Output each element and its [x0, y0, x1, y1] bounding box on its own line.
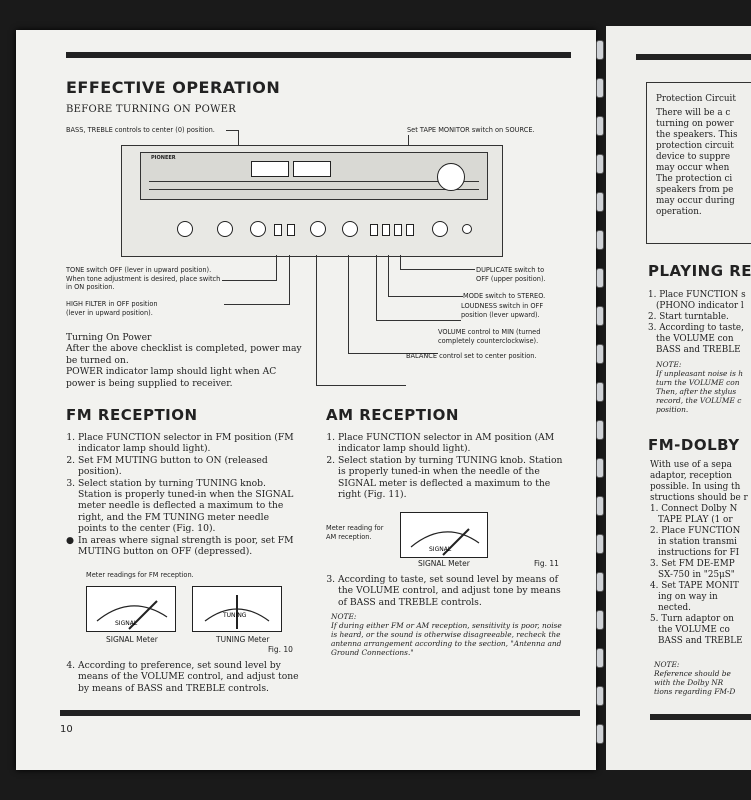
am-reception-steps: Place FUNCTION selector in AM position (… — [324, 432, 566, 500]
playing-records-text: 1. Place FUNCTION s (PHONO indicator l 2… — [648, 290, 746, 355]
high-filter-switch — [287, 224, 295, 236]
label-duplicate: DUPLICATE switch to OFF (upper position)… — [476, 266, 546, 283]
fm-dolby-title: FM-DOLBY — [648, 436, 740, 454]
playing-records-note: NOTE: If unpleasant noise is h turn the … — [656, 360, 744, 414]
label-loudness: LOUDNESS switch in OFF position (lever u… — [461, 302, 544, 319]
signal-face-label: SIGNAL — [115, 620, 138, 627]
bottom-rule — [60, 710, 580, 716]
tuning-knob — [437, 163, 465, 191]
protection-circuit-box — [646, 82, 751, 244]
brand-logo: PIONEER — [151, 155, 176, 161]
tuning-meter-small — [293, 161, 331, 177]
tuning-face-label: TUNING — [222, 612, 247, 619]
signal-meter-small — [251, 161, 289, 177]
fm-dolby-note: NOTE: Reference should be with the Dolby… — [654, 660, 736, 696]
headphone-jack — [462, 224, 472, 234]
treble-knob — [250, 221, 266, 237]
protection-circuit-text: There will be a c turning on power the s… — [656, 108, 738, 217]
turning-on-power: Turning On Power After the above checkli… — [66, 332, 302, 389]
mode-switch — [382, 224, 390, 236]
am-reception-step-3: According to taste, set sound level by m… — [324, 574, 566, 608]
playing-records-title: PLAYING RE — [648, 262, 751, 280]
tone-switch — [274, 224, 282, 236]
receiver-front-panel-illustration: PIONEER — [121, 145, 503, 257]
label-high-filter: HIGH FILTER in OFF position (lever in up… — [66, 300, 158, 317]
am-signal-meter-face: SIGNAL — [410, 528, 480, 556]
page-number: 10 — [60, 724, 73, 735]
label-balance: BALANCE control set to center position. — [406, 352, 537, 360]
tuning-meter-caption: TUNING Meter — [216, 635, 270, 644]
protection-circuit-title: Protection Circuit — [656, 94, 736, 104]
page-title: EFFECTIVE OPERATION — [66, 78, 281, 97]
am-reception-note: NOTE: If during either FM or AM receptio… — [331, 612, 562, 657]
tuning-meter-face: TUNING — [204, 595, 270, 629]
top-rule — [66, 52, 571, 58]
label-bass-treble: BASS, TREBLE controls to center (0) posi… — [66, 126, 215, 134]
balance-knob — [310, 221, 326, 237]
label-volume: VOLUME control to MIN (turned completely… — [438, 328, 541, 345]
fm-tuning-meter-drawing: TUNING — [192, 586, 282, 632]
fig-11-caption: Fig. 11 — [534, 559, 559, 568]
fig-10-caption: Fig. 10 — [268, 645, 293, 654]
label-tone-switch: TONE switch OFF (lever in upward positio… — [66, 266, 221, 291]
signal-meter-caption: SIGNAL Meter — [106, 635, 158, 644]
manual-page-left: EFFECTIVE OPERATION BEFORE TURNING ON PO… — [16, 30, 596, 770]
fm-dolby-text: With use of a sepa adaptor, reception po… — [650, 460, 748, 646]
am-reception-title: AM RECEPTION — [326, 406, 459, 424]
volume-knob — [342, 221, 358, 237]
am-signal-meter-drawing: SIGNAL — [400, 512, 488, 558]
speaker-selector-knob — [432, 221, 448, 237]
fm-reception-title: FM RECEPTION — [66, 406, 198, 424]
fm-meter-caption: Meter readings for FM reception. — [86, 571, 194, 579]
bass-knob — [217, 221, 233, 237]
am-meter-caption: Meter reading for AM reception. — [326, 524, 384, 541]
am-signal-face-label: SIGNAL — [429, 546, 452, 553]
function-selector-knob — [177, 221, 193, 237]
section-subtitle: BEFORE TURNING ON POWER — [66, 104, 237, 115]
label-tape-monitor: Set TAPE MONITOR switch on SOURCE. — [407, 126, 535, 134]
fm-reception-steps: Place FUNCTION selector in FM position (… — [64, 432, 300, 557]
loudness-switch — [370, 224, 378, 236]
fm-reception-step-4: According to preference, set sound level… — [64, 660, 300, 694]
am-signal-meter-caption: SIGNAL Meter — [418, 559, 470, 568]
label-mode: MODE switch to STEREO. — [463, 292, 546, 300]
manual-page-right: Protection Circuit There will be a c tur… — [606, 26, 751, 770]
fm-signal-meter-drawing: SIGNAL — [86, 586, 176, 632]
duplicate-switch — [394, 224, 402, 236]
signal-meter-face: SIGNAL — [96, 600, 168, 630]
tape-monitor-switch — [406, 224, 414, 236]
dial-window: PIONEER — [140, 152, 488, 200]
spiral-binding — [594, 40, 608, 760]
